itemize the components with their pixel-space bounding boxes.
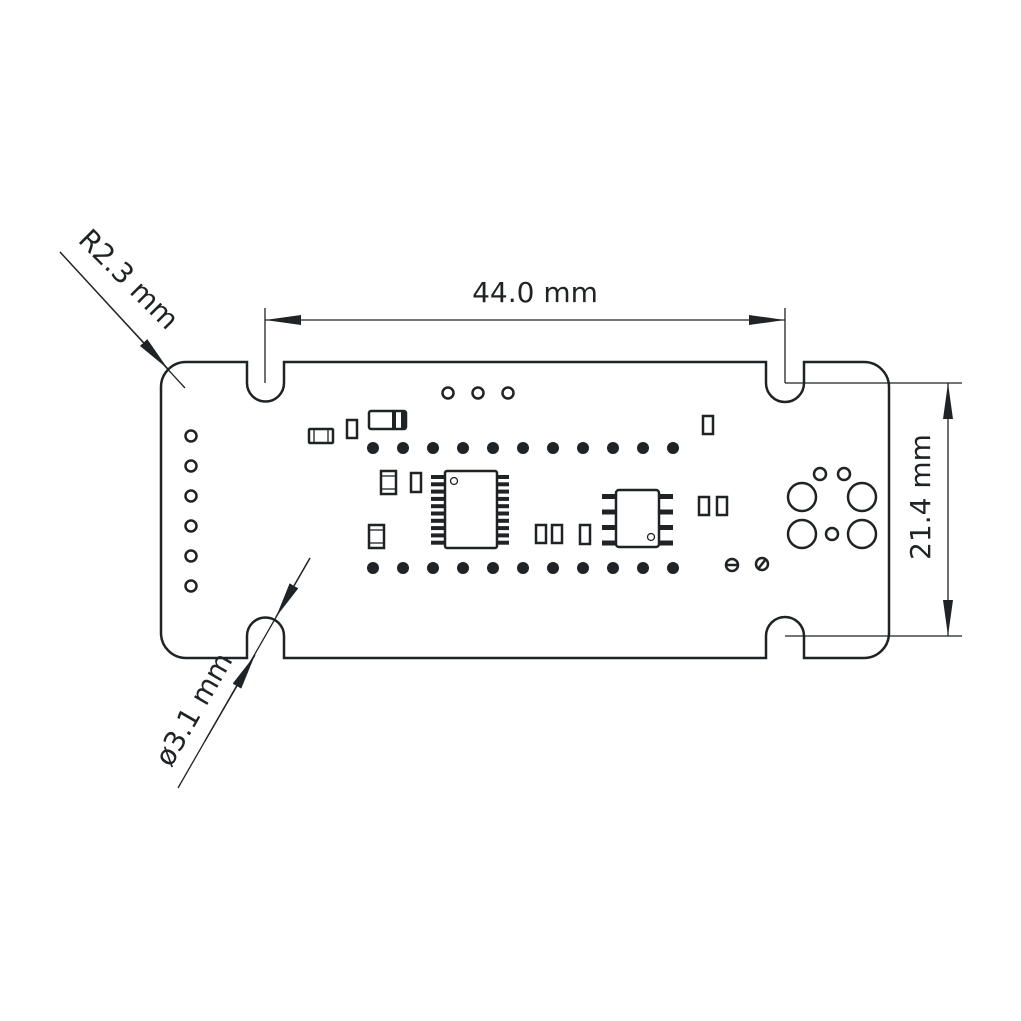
pad <box>367 442 379 454</box>
via-hole <box>471 386 485 400</box>
pad <box>397 442 409 454</box>
pad <box>487 562 499 574</box>
ic-pin <box>497 518 509 523</box>
header-hole <box>184 489 198 503</box>
pad <box>517 442 529 454</box>
ic-pin <box>602 525 616 530</box>
header-hole <box>184 549 198 563</box>
ic-soic-small <box>602 488 673 549</box>
ic-pin <box>659 509 673 515</box>
right-connector-holes <box>786 466 878 550</box>
ic-pin <box>497 504 509 509</box>
pad <box>457 562 469 574</box>
ic-pin <box>497 526 509 531</box>
pad <box>577 562 589 574</box>
pad <box>547 442 559 454</box>
pad <box>517 562 529 574</box>
header-hole <box>184 429 198 443</box>
ic-pin <box>497 511 509 516</box>
pad <box>457 442 469 454</box>
top-holes <box>441 386 515 400</box>
corner-radius-dimension: R2.3 mm <box>59 223 186 389</box>
board-outline <box>159 360 891 660</box>
ic-pin <box>602 509 616 515</box>
via-hole <box>501 386 515 400</box>
smd-components <box>307 409 729 550</box>
width-label: 44.0 mm <box>472 276 598 309</box>
header-hole <box>184 579 198 593</box>
ic-pin <box>602 494 616 499</box>
ic-pin <box>431 482 445 487</box>
pad <box>607 442 619 454</box>
ic-pin <box>431 489 445 494</box>
pad <box>367 562 379 574</box>
ic-pin <box>431 496 445 501</box>
width-dimension: 44.0 mm <box>264 276 786 383</box>
ic-pin <box>659 494 673 499</box>
ic-pin <box>497 475 509 479</box>
ic-pin <box>431 504 445 509</box>
ic-soic-large <box>431 469 509 550</box>
pad <box>667 562 679 574</box>
ic-pin <box>497 496 509 501</box>
ic-pin <box>431 518 445 523</box>
pad <box>397 562 409 574</box>
hole-diameter-label: ø3.1 mm <box>148 647 239 772</box>
pad-rows <box>367 442 679 574</box>
pad <box>667 442 679 454</box>
ic-pin <box>431 511 445 516</box>
ic-pin <box>497 540 509 545</box>
left-header-holes <box>184 429 198 593</box>
corner-radius-label: R2.3 mm <box>72 223 185 336</box>
ic-pin <box>659 525 673 530</box>
pad <box>427 442 439 454</box>
via-hole <box>441 386 455 400</box>
pad <box>547 562 559 574</box>
ic-pin <box>431 475 445 479</box>
ic-pin <box>497 533 509 538</box>
header-hole <box>184 459 198 473</box>
pad <box>607 562 619 574</box>
pad <box>427 562 439 574</box>
ic-pin <box>431 533 445 538</box>
height-label: 21.4 mm <box>904 434 937 560</box>
header-hole <box>184 519 198 533</box>
ic-pin <box>497 489 509 494</box>
ic-pin <box>602 540 616 546</box>
ic-pin <box>431 540 445 545</box>
ic-pin <box>497 482 509 487</box>
hole-diameter-dimension: ø3.1 mm <box>148 557 311 789</box>
pad <box>577 442 589 454</box>
ic-pin <box>659 540 673 546</box>
pad <box>487 442 499 454</box>
fiducial-marks <box>724 556 770 573</box>
pad <box>637 562 649 574</box>
height-dimension: 21.4 mm <box>785 382 962 637</box>
ic-pin <box>431 526 445 531</box>
pad <box>637 442 649 454</box>
